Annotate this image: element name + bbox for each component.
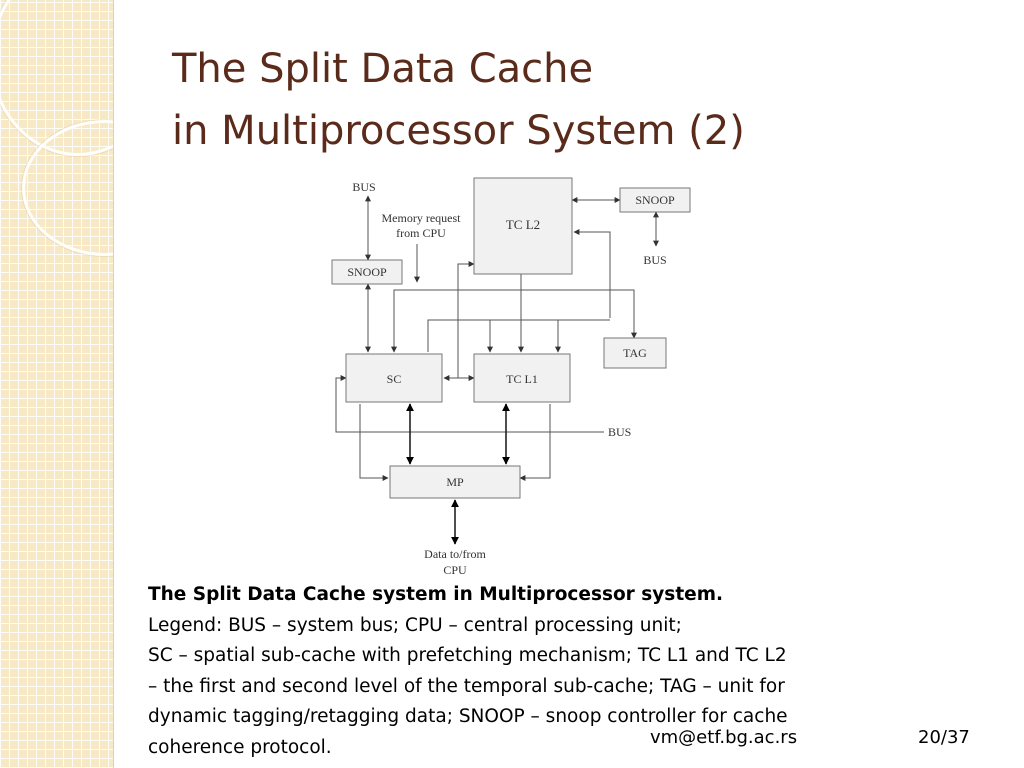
box-tc-l1: TC L1	[473, 353, 571, 403]
box-tag-label: TAG	[623, 346, 647, 360]
label-bus-right: BUS	[643, 253, 666, 267]
box-snoop-right-label: SNOOP	[635, 193, 675, 207]
figure-caption: The Split Data Cache system in Multiproc…	[148, 580, 878, 763]
box-sc: SC	[345, 353, 443, 403]
slide-title-line-2: in Multiprocessor System (2)	[172, 108, 745, 154]
box-tc-l2: TC L2	[473, 177, 573, 275]
box-sc-label: SC	[387, 372, 402, 386]
caption-line: SC – spatial sub-cache with prefetching …	[148, 645, 787, 666]
box-mp: MP	[389, 465, 521, 499]
diagram-connections	[335, 195, 659, 545]
label-bus-middle: BUS	[608, 425, 631, 439]
box-snoop-left: SNOOP	[331, 259, 403, 285]
decorative-sidebar	[0, 0, 114, 768]
label-bus-top-left: BUS	[352, 180, 375, 194]
box-mp-label: MP	[446, 475, 464, 489]
slide-title-line-1: The Split Data Cache	[172, 46, 594, 92]
label-memory-request-line-1: Memory request	[382, 211, 462, 225]
label-data-line-2: CPU	[443, 563, 467, 577]
box-tc-l2-label: TC L2	[506, 217, 540, 232]
page-number: 20/37	[918, 727, 970, 748]
box-snoop-left-label: SNOOP	[347, 265, 387, 279]
box-tag: TAG	[603, 337, 667, 369]
split-cache-diagram: TC L2 SNOOP SNOOP TAG SC TC L1 MP BUS Me…	[331, 177, 691, 577]
label-memory-request-line-2: from CPU	[396, 226, 446, 240]
slide-title: The Split Data Cache in Multiprocessor S…	[172, 38, 745, 162]
caption-line: Legend: BUS – system bus; CPU – central …	[148, 614, 682, 636]
footer-email: vm@etf.bg.ac.rs	[650, 727, 798, 748]
caption-title: The Split Data Cache system in Multiproc…	[148, 584, 724, 605]
label-data-line-1: Data to/from	[424, 547, 486, 561]
box-tc-l1-label: TC L1	[506, 372, 538, 386]
box-snoop-right: SNOOP	[619, 187, 691, 213]
caption-line: dynamic tagging/retagging data; SNOOP – …	[148, 706, 788, 727]
caption-line: coherence protocol.	[148, 736, 332, 758]
caption-line: – the first and second level of the temp…	[148, 675, 785, 697]
